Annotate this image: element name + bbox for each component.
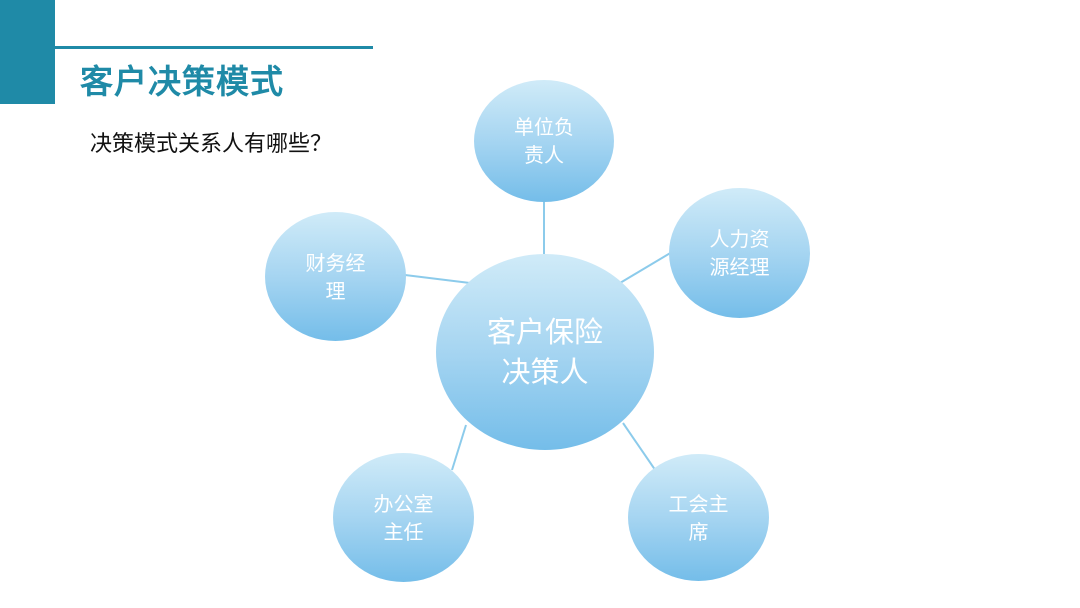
node-bottom-left-label: 办公室主任 [373, 491, 434, 544]
question-text: 决策模式关系人有哪些？ [90, 132, 333, 157]
node-right-label: 人力资源经理 [709, 227, 770, 279]
node-top-label: 单位负责人 [514, 115, 574, 167]
node-right: 人力资源经理 [669, 188, 810, 318]
node-bottom-right: 工会主席 [628, 454, 769, 581]
center-node: 客户保险决策人 [436, 254, 654, 450]
center-node-label: 客户保险决策人 [486, 315, 603, 389]
node-bottom-left: 办公室主任 [333, 453, 474, 582]
node-left-label: 财务经理 [305, 250, 366, 303]
node-bottom-right-label: 工会主席 [668, 491, 729, 544]
slide-title: 客户决策模式 [80, 62, 284, 101]
connector-left [404, 274, 471, 284]
connector-right [619, 251, 673, 284]
title-accent-bar [0, 0, 55, 104]
title-underline [55, 46, 373, 49]
node-top: 单位负责人 [474, 80, 614, 202]
node-left: 财务经理 [265, 212, 406, 341]
connector-bottom-left [451, 424, 467, 471]
